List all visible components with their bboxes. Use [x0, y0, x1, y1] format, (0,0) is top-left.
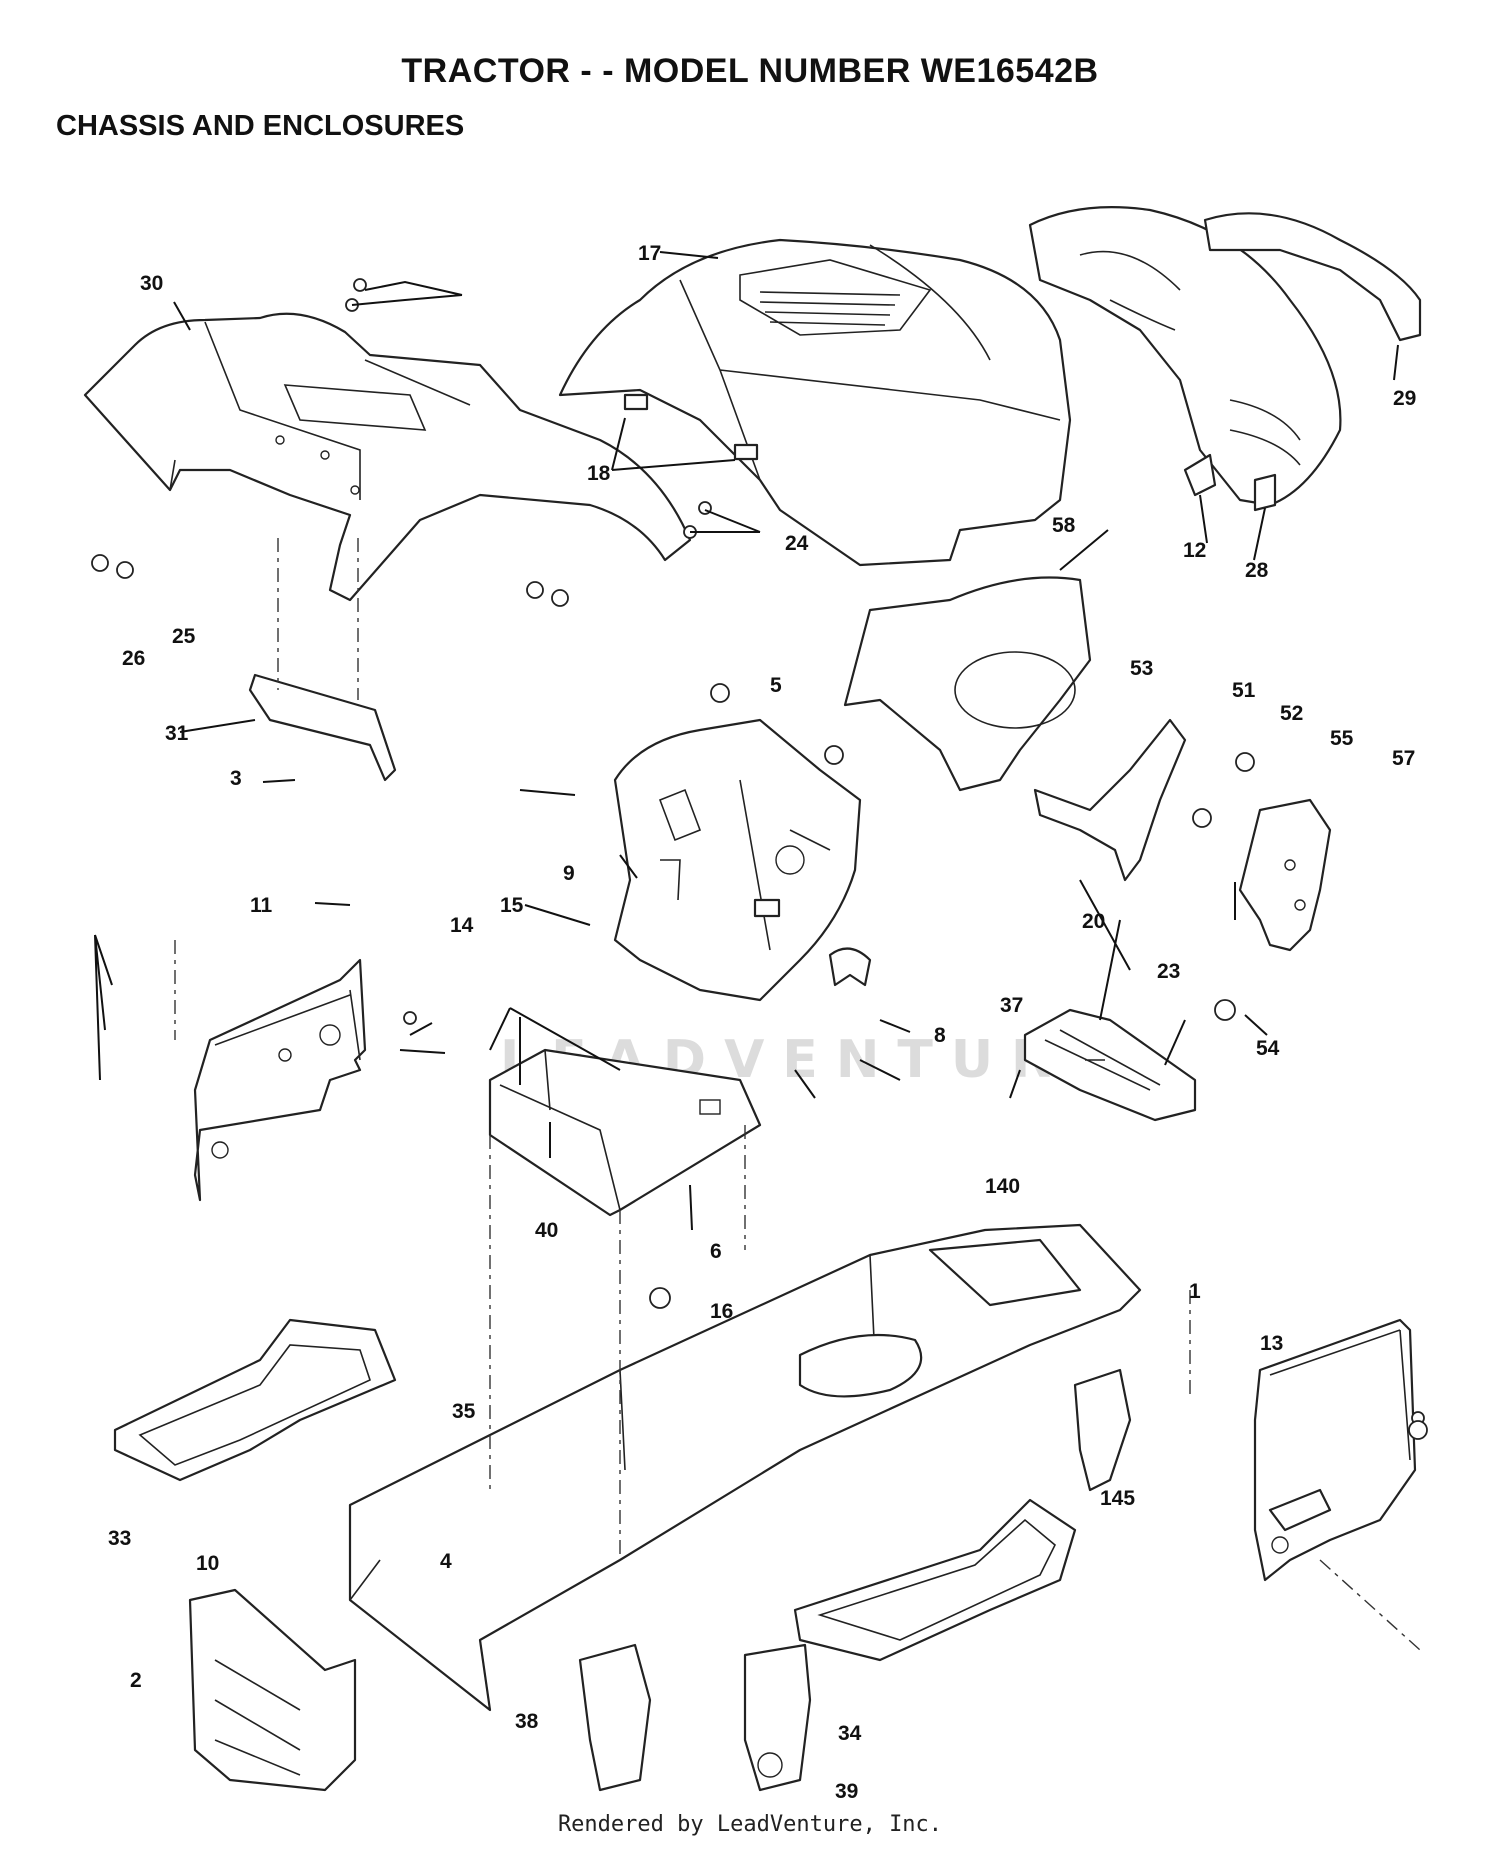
callout-28: 28	[1245, 559, 1269, 582]
callout-25: 25	[172, 625, 196, 648]
callout-2: 2	[130, 1669, 142, 1692]
callout-33: 33	[108, 1527, 131, 1550]
part-floor-plate	[488, 1048, 762, 1217]
callout-24: 24	[785, 532, 809, 555]
callout-12: 12	[1183, 539, 1206, 562]
part-dash-panel	[613, 718, 862, 1002]
callout-52: 52	[1280, 702, 1303, 725]
callout-55: 55	[1330, 727, 1354, 750]
diagram-title: TRACTOR - - MODEL NUMBER WE16542B	[401, 52, 1099, 90]
leader-lines	[94, 251, 1399, 1231]
callout-58: 58	[1052, 514, 1076, 537]
callout-10: 10	[196, 1552, 219, 1575]
part-small-brackets	[248, 453, 1277, 987]
callout-5: 5	[770, 674, 782, 697]
callout-14: 14	[450, 914, 474, 937]
callout-17: 17	[638, 242, 661, 265]
callout-23: 23	[1157, 960, 1180, 983]
part-grille	[1028, 206, 1422, 507]
callout-34: 34	[838, 1722, 862, 1745]
callout-20: 20	[1082, 910, 1105, 933]
hardware	[91, 278, 1428, 1440]
callout-140: 140	[985, 1175, 1020, 1198]
callout-54: 54	[1256, 1037, 1280, 1060]
callout-15: 15	[500, 894, 524, 917]
part-right-side-panel	[1253, 1318, 1417, 1582]
callout-30: 30	[140, 272, 163, 295]
part-main-frame	[348, 1223, 1142, 1712]
callout-labels: 1 2 3 4 5 6 8 9 10 11 12 13 14 15 16 17 …	[108, 242, 1416, 1803]
part-left-side-panel	[193, 958, 367, 1202]
part-seat-bracket	[1023, 1008, 1197, 1122]
callout-11: 11	[250, 894, 273, 917]
callout-37: 37	[1000, 994, 1023, 1017]
callout-4: 4	[440, 1550, 452, 1573]
callout-29: 29	[1393, 387, 1416, 410]
callout-1: 1	[1189, 1280, 1201, 1303]
section-title: CHASSIS AND ENCLOSURES	[56, 110, 465, 142]
part-front-brackets	[188, 1588, 812, 1792]
callout-57: 57	[1392, 747, 1415, 770]
part-heat-shield	[843, 576, 1092, 792]
part-hood	[558, 238, 1072, 567]
callout-35: 35	[452, 1400, 476, 1423]
part-footrests	[113, 1318, 1077, 1662]
alignment-lines	[174, 538, 1421, 1651]
footer-credit: Rendered by LeadVenture, Inc.	[557, 1812, 943, 1837]
callout-53: 53	[1130, 657, 1153, 680]
callout-18: 18	[587, 462, 611, 485]
part-fender	[83, 312, 692, 602]
callout-31: 31	[165, 722, 189, 745]
callout-9: 9	[563, 862, 575, 885]
callout-8: 8	[934, 1024, 946, 1047]
part-brackets	[1033, 718, 1332, 952]
callout-51: 51	[1232, 679, 1256, 702]
callout-26: 26	[122, 647, 145, 670]
callout-40: 40	[535, 1219, 558, 1242]
callout-39: 39	[835, 1780, 858, 1803]
callout-16: 16	[710, 1300, 733, 1323]
callout-38: 38	[515, 1710, 539, 1733]
callout-6: 6	[710, 1240, 722, 1263]
callout-13: 13	[1260, 1332, 1283, 1355]
callout-3: 3	[230, 767, 242, 790]
callout-145: 145	[1100, 1487, 1135, 1510]
